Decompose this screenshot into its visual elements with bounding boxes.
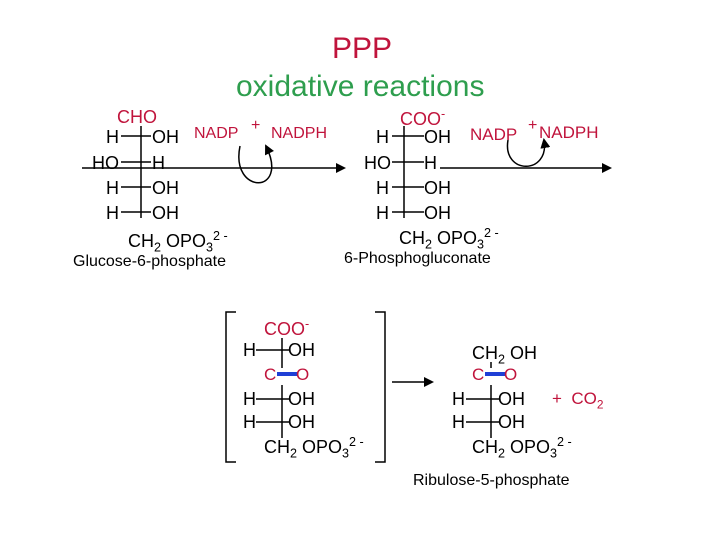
g6p-r3-right: OH — [152, 178, 179, 198]
pg-top-group: COO- — [400, 107, 446, 129]
ru-r4-left: H — [452, 412, 465, 432]
int-r4-left: H — [243, 412, 256, 432]
step1-nadp: NADP — [194, 125, 239, 142]
ru-r4-right: OH — [498, 412, 525, 432]
g6p-r1-left: H — [106, 127, 119, 147]
pg-r2-right: H — [424, 153, 437, 173]
ru-r3-right: OH — [498, 389, 525, 409]
ru-top-group: CH2 OH — [472, 343, 538, 367]
pg-r3-right: OH — [424, 178, 451, 198]
g6p-top-group: CHO — [117, 107, 157, 127]
pg-r1-right: OH — [424, 127, 451, 147]
ru-bottom-group: CH2 OPO32 - — [472, 435, 572, 461]
left-bracket — [225, 311, 236, 463]
page-subtitle: oxidative reactions — [236, 70, 485, 103]
int-bottom-group: CH2 OPO32 - — [264, 435, 364, 461]
pg-r2-left: HO — [364, 153, 391, 173]
int-top-group: COO- — [264, 317, 310, 339]
g6p-r1-right: OH — [152, 127, 179, 147]
g6p-r4-left: H — [106, 203, 119, 223]
pg-r4-right: OH — [424, 203, 451, 223]
page-title: PPP — [332, 32, 393, 65]
g6p-r3-left: H — [106, 178, 119, 198]
step1-plus: + — [251, 117, 261, 134]
step2-nadph: NADPH — [539, 123, 599, 142]
ru-oxygen: O — [504, 365, 518, 384]
int-carbon: C — [264, 365, 277, 384]
step1-nadph: NADPH — [271, 125, 328, 142]
int-r3-right: OH — [288, 389, 315, 409]
step2-nadp: NADP — [470, 125, 518, 144]
ru-r3-left: H — [452, 389, 465, 409]
pg-bottom-group: CH2 OPO32 - — [399, 226, 499, 252]
int-r3-left: H — [243, 389, 256, 409]
step1-cofactor-curve — [238, 144, 275, 184]
g6p-r2-left: HO — [92, 153, 119, 173]
int-r1-right: OH — [288, 340, 315, 360]
pg-r4-left: H — [376, 203, 389, 223]
pg-name: 6-Phosphogluconate — [344, 250, 491, 267]
int-oxygen: O — [296, 365, 310, 384]
step2-plus: + — [528, 117, 538, 134]
step2-cofactor-curve — [506, 138, 551, 167]
pg-r1-left: H — [376, 127, 389, 147]
right-bracket — [375, 311, 386, 463]
co2-label: + CO2 — [552, 389, 604, 412]
pg-r3-left: H — [376, 178, 389, 198]
int-r1-left: H — [243, 340, 256, 360]
g6p-name: Glucose-6-phosphate — [73, 253, 226, 270]
ru-carbon: C — [472, 365, 485, 384]
int-r4-right: OH — [288, 412, 315, 432]
g6p-r4-right: OH — [152, 203, 179, 223]
ru-name: Ribulose-5-phosphate — [413, 472, 570, 489]
g6p-bottom-group: CH2 OPO32 - — [128, 229, 228, 255]
g6p-r2-right: H — [152, 153, 165, 173]
